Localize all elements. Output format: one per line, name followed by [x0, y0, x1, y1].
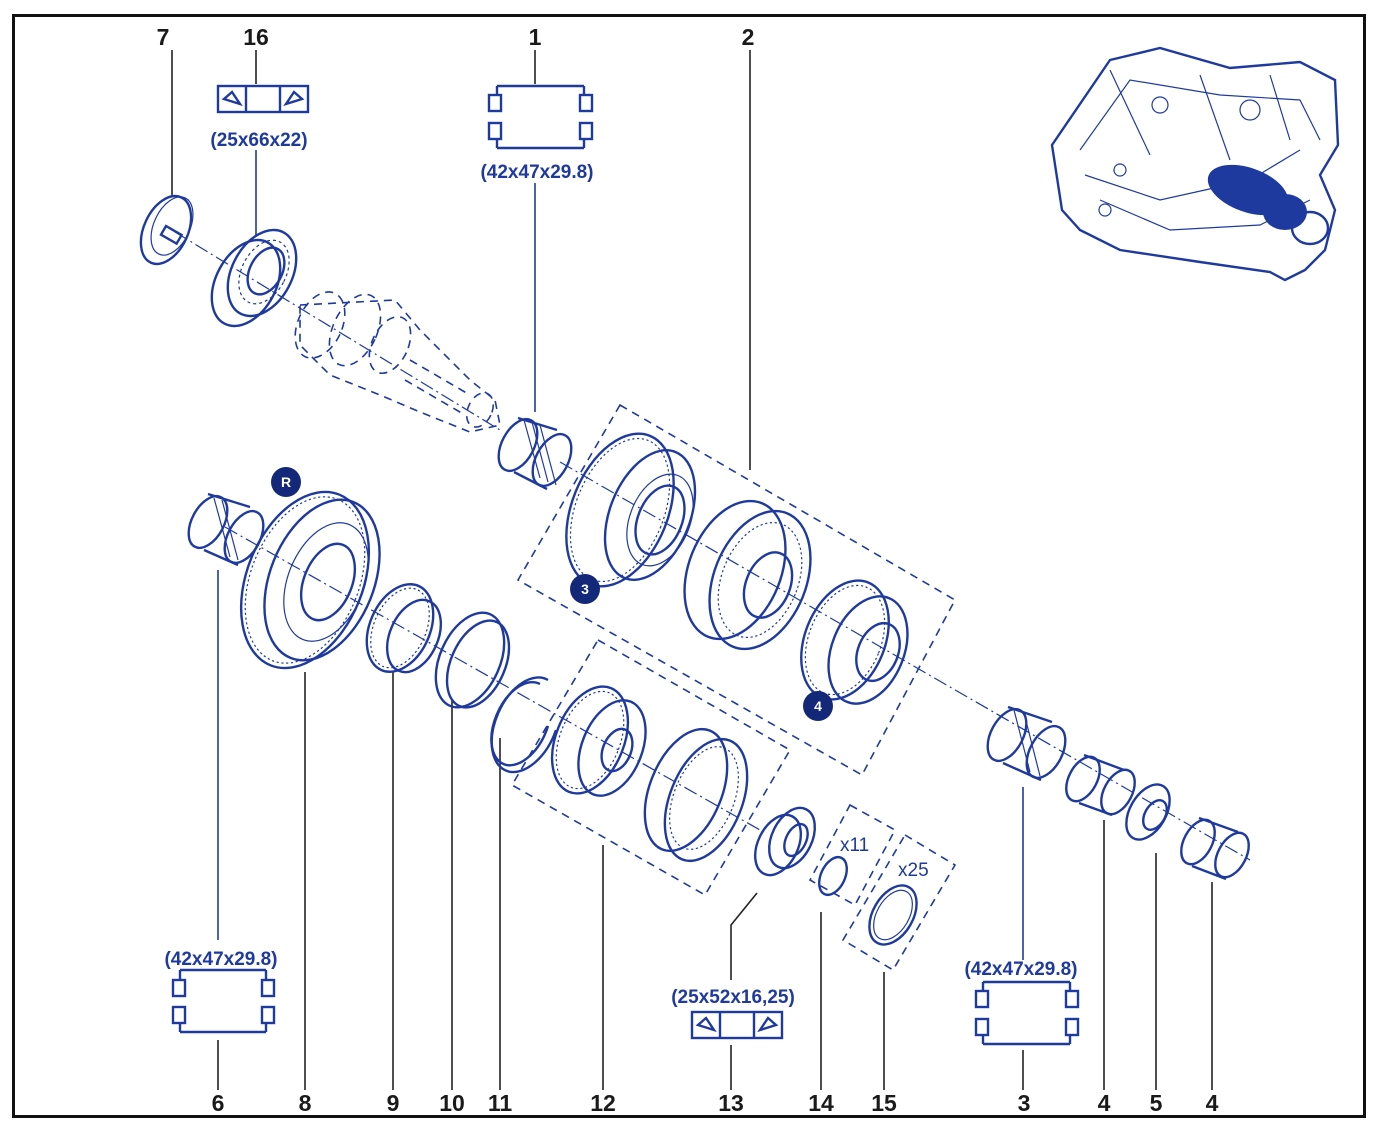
callout-10: 10	[439, 1090, 465, 1116]
part-11-circlip	[490, 676, 558, 774]
fifth-gear	[550, 685, 647, 797]
callout-3: 3	[1018, 1090, 1031, 1116]
part-5-thrust-washer	[1125, 783, 1171, 841]
quantity-14: x11	[840, 835, 869, 856]
callout-2: 2	[742, 24, 755, 50]
callout-5: 5	[1150, 1090, 1163, 1116]
needle-bearing-symbol-3	[974, 980, 1080, 1046]
ball-bearing-symbol-13	[690, 1010, 784, 1040]
callout-15: 15	[871, 1090, 897, 1116]
callout-11: 11	[488, 1090, 513, 1116]
part-10-spring-ring	[434, 611, 511, 709]
needle-bearing-symbol-6	[171, 968, 276, 1034]
callout-12: 12	[590, 1090, 616, 1116]
reverse-gear-badge: R	[271, 467, 301, 497]
part-3-needle-bearing	[986, 705, 1067, 782]
part-7-disc	[139, 194, 194, 266]
leader-lines	[171, 50, 1213, 1090]
axis-main	[559, 461, 1251, 861]
callout-14: 14	[808, 1090, 834, 1116]
callout-9: 9	[387, 1090, 400, 1116]
svg-text:4: 4	[814, 698, 822, 714]
group-2-box	[516, 403, 957, 777]
third-gear-badge: 3	[570, 574, 600, 604]
callout-8: 8	[299, 1090, 312, 1116]
axis-lower	[224, 526, 761, 831]
part-4-bush-left	[1065, 753, 1136, 817]
part-15-shim	[868, 884, 918, 946]
quantity-15: x25	[898, 860, 929, 881]
callout-16: 16	[243, 24, 269, 50]
synchro-hub-3-4	[683, 499, 812, 651]
axis-upper	[174, 231, 501, 431]
dimension-3: (42x47x29.8)	[964, 959, 1077, 980]
callout-4-left: 4	[1098, 1090, 1111, 1116]
part-6-needle-bearing	[187, 492, 265, 567]
callout-13: 13	[718, 1090, 744, 1116]
callout-6: 6	[212, 1090, 225, 1116]
part-9-synchro-ring	[365, 583, 443, 674]
group-12-box	[510, 638, 792, 897]
dimension-16: (25x66x22)	[210, 130, 307, 151]
svg-text:3: 3	[581, 581, 589, 597]
fifth-sliding-sleeve	[643, 727, 749, 863]
input-shaft-dashed	[294, 291, 501, 433]
group-14-box	[808, 803, 897, 907]
dimension-13: (25x52x16,25)	[671, 987, 795, 1008]
svg-text:R: R	[281, 474, 291, 490]
part-8-reverse-gear	[239, 490, 381, 670]
fourth-gear-badge: 4	[803, 691, 833, 721]
part-14-snap-ring	[818, 855, 848, 897]
part-4-bush-right	[1180, 816, 1250, 881]
callout-1: 1	[529, 24, 542, 50]
ball-bearing-symbol-16	[216, 84, 310, 114]
callout-4-right: 4	[1206, 1090, 1219, 1116]
part-13-ball-bearing	[753, 806, 817, 877]
part-16-ball-bearing	[210, 228, 298, 328]
gearbox-housing-illustration	[1050, 46, 1340, 282]
callout-7: 7	[157, 24, 170, 50]
dimension-1: (42x47x29.8)	[480, 162, 593, 183]
dimension-6: (42x47x29.8)	[164, 949, 277, 970]
needle-bearing-symbol-1	[487, 84, 594, 150]
part-1-needle-bearing	[497, 416, 573, 491]
